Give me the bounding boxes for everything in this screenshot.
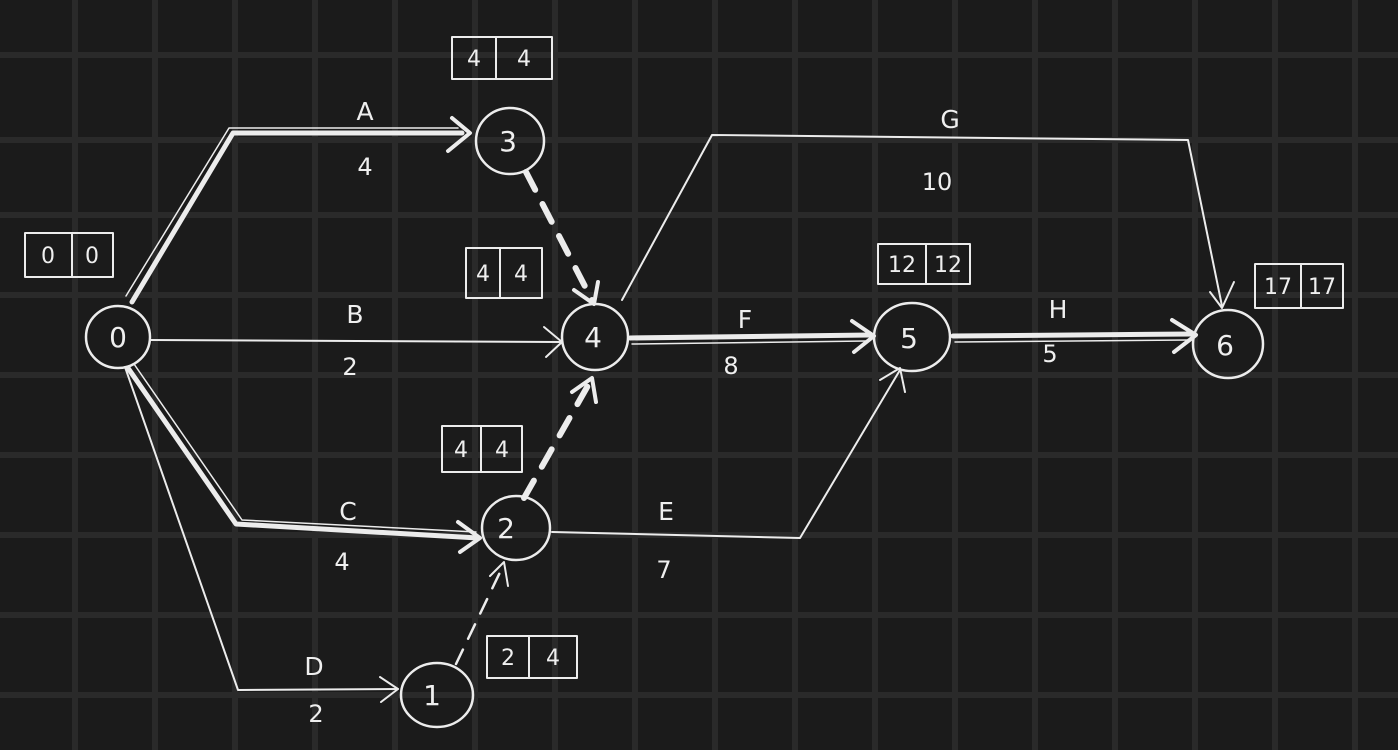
node-0: 0 xyxy=(84,304,152,370)
node-5: 5 xyxy=(872,301,952,373)
activity-e-arrow xyxy=(551,367,906,539)
node-6: 6 xyxy=(1191,308,1265,380)
node-6-time-box: 17 17 xyxy=(1254,263,1344,309)
activity-a-duration: 4 xyxy=(357,153,372,181)
node-6-latest-time: 17 xyxy=(1308,275,1336,300)
node-3-time-box: 4 4 xyxy=(451,36,553,80)
node-1-latest-time: 4 xyxy=(546,646,560,671)
node-6-earliest-time: 17 xyxy=(1264,275,1292,300)
node-1-label: 1 xyxy=(423,679,441,712)
activity-e-duration: 7 xyxy=(656,556,671,584)
activity-c-arrow xyxy=(125,363,482,554)
node-4-latest-time: 4 xyxy=(514,262,528,287)
activity-g-arrow xyxy=(621,134,1235,309)
dummy-1-2-arrow xyxy=(454,561,509,666)
node-5-latest-time: 12 xyxy=(934,253,962,278)
activity-f-duration: 8 xyxy=(723,352,738,380)
node-4-earliest-time: 4 xyxy=(476,262,490,287)
activity-a-arrow xyxy=(125,116,472,305)
activity-b-name: B xyxy=(346,300,363,329)
activity-f-name: F xyxy=(738,305,752,334)
node-4: 4 xyxy=(560,302,630,372)
activity-d-name: D xyxy=(304,652,323,681)
node-3-latest-time: 4 xyxy=(517,47,531,72)
activity-g-duration: 10 xyxy=(922,168,953,196)
node-3: 3 xyxy=(474,106,546,176)
node-0-time-box: 0 0 xyxy=(24,232,114,278)
node-0-earliest-time: 0 xyxy=(41,244,55,269)
node-5-label: 5 xyxy=(900,322,918,355)
node-4-time-box: 4 4 xyxy=(465,247,543,299)
activity-b-duration: 2 xyxy=(342,353,357,381)
node-3-earliest-time: 4 xyxy=(467,47,481,72)
node-2: 2 xyxy=(480,494,552,562)
activity-h-arrow xyxy=(950,318,1198,354)
node-1-time-box: 2 4 xyxy=(486,635,578,679)
node-1-earliest-time: 2 xyxy=(501,646,515,671)
dummy-2-4-arrow xyxy=(521,376,598,501)
node-2-label: 2 xyxy=(497,512,515,545)
activity-a-name: A xyxy=(356,97,373,126)
node-2-time-box: 4 4 xyxy=(441,425,523,473)
activity-c-duration: 4 xyxy=(334,548,349,576)
activity-d-arrow xyxy=(124,366,399,703)
node-5-earliest-time: 12 xyxy=(888,253,916,278)
dummy-3-4-arrow xyxy=(523,169,600,306)
node-0-label: 0 xyxy=(109,321,127,354)
activity-h-duration: 5 xyxy=(1042,340,1057,368)
activity-g-name: G xyxy=(940,105,959,134)
node-0-latest-time: 0 xyxy=(85,244,99,269)
node-6-label: 6 xyxy=(1216,329,1234,362)
activity-d-duration: 2 xyxy=(308,700,323,728)
activity-c-name: C xyxy=(339,497,356,526)
node-1: 1 xyxy=(399,661,475,729)
node-4-label: 4 xyxy=(584,321,602,354)
node-2-earliest-time: 4 xyxy=(454,438,468,463)
activity-h-name: H xyxy=(1049,295,1068,324)
node-3-label: 3 xyxy=(499,125,517,158)
node-2-latest-time: 4 xyxy=(495,438,509,463)
node-5-time-box: 12 12 xyxy=(877,243,971,285)
activity-e-name: E xyxy=(658,497,674,526)
